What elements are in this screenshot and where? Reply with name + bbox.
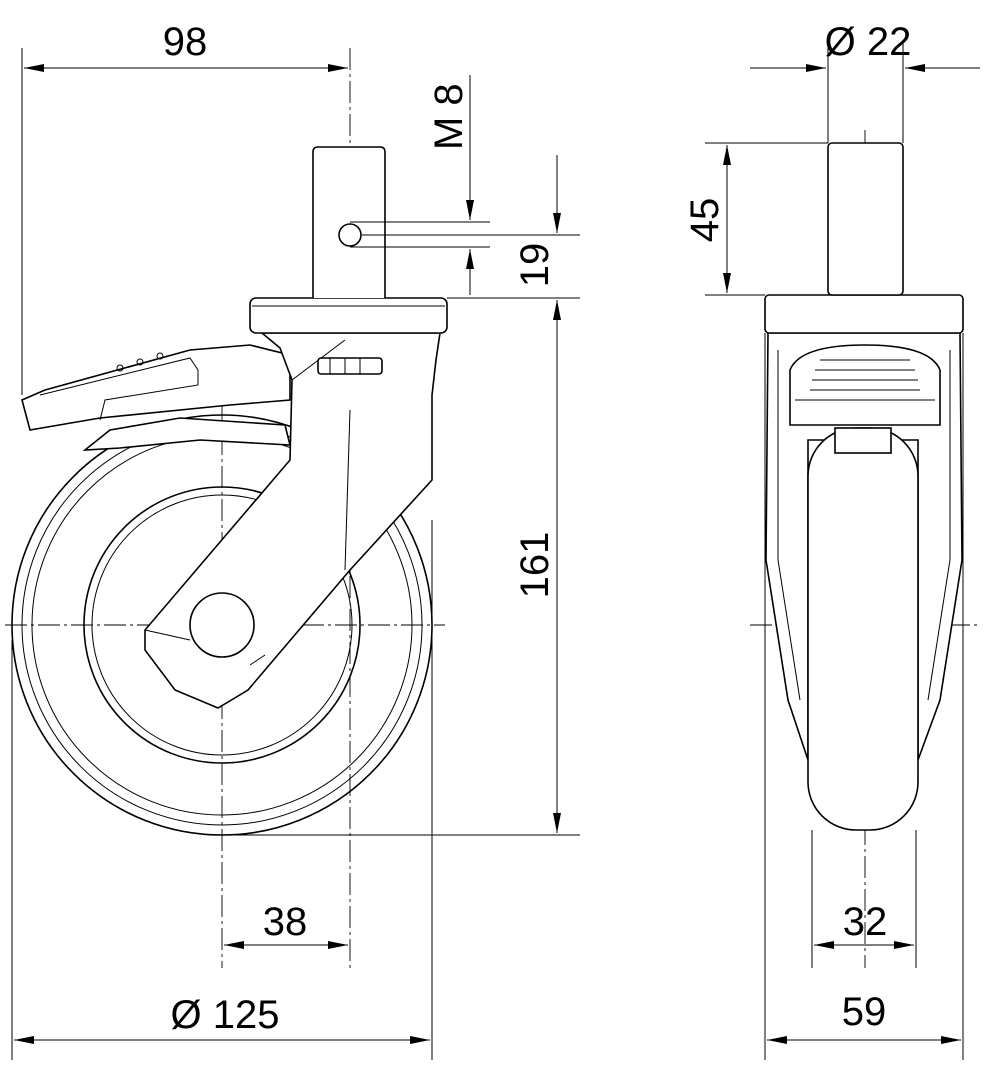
dim-38: 38: [263, 900, 308, 944]
dim-161: 161: [513, 532, 557, 599]
wheel-front: [807, 427, 919, 831]
brake-lever: [21, 344, 292, 451]
label-plate: [317, 357, 383, 375]
dimension-lines: [11, 40, 980, 1060]
axle-hub: [189, 592, 255, 658]
dim-diameter-22: Ø 22: [825, 20, 912, 64]
dim-19: 19: [513, 243, 557, 288]
dim-98: 98: [163, 20, 208, 64]
top-plate: [249, 297, 448, 334]
dim-m8: M 8: [427, 83, 471, 150]
front-view: [750, 130, 980, 968]
stem-hole: [338, 223, 362, 247]
stem-front: [827, 142, 904, 296]
dim-59: 59: [842, 990, 887, 1034]
dimension-labels: 98 M 8 19 161 38 Ø 125 Ø 22 45 32 59: [163, 20, 912, 1037]
threaded-stem: [312, 146, 386, 298]
side-view: [5, 48, 448, 968]
fork-front: [765, 332, 963, 761]
dim-45: 45: [683, 198, 727, 243]
dim-32: 32: [843, 900, 888, 944]
dim-diameter-125: Ø 125: [171, 993, 280, 1037]
brake-pedal-front: [789, 344, 941, 426]
top-plate-front: [764, 294, 964, 334]
